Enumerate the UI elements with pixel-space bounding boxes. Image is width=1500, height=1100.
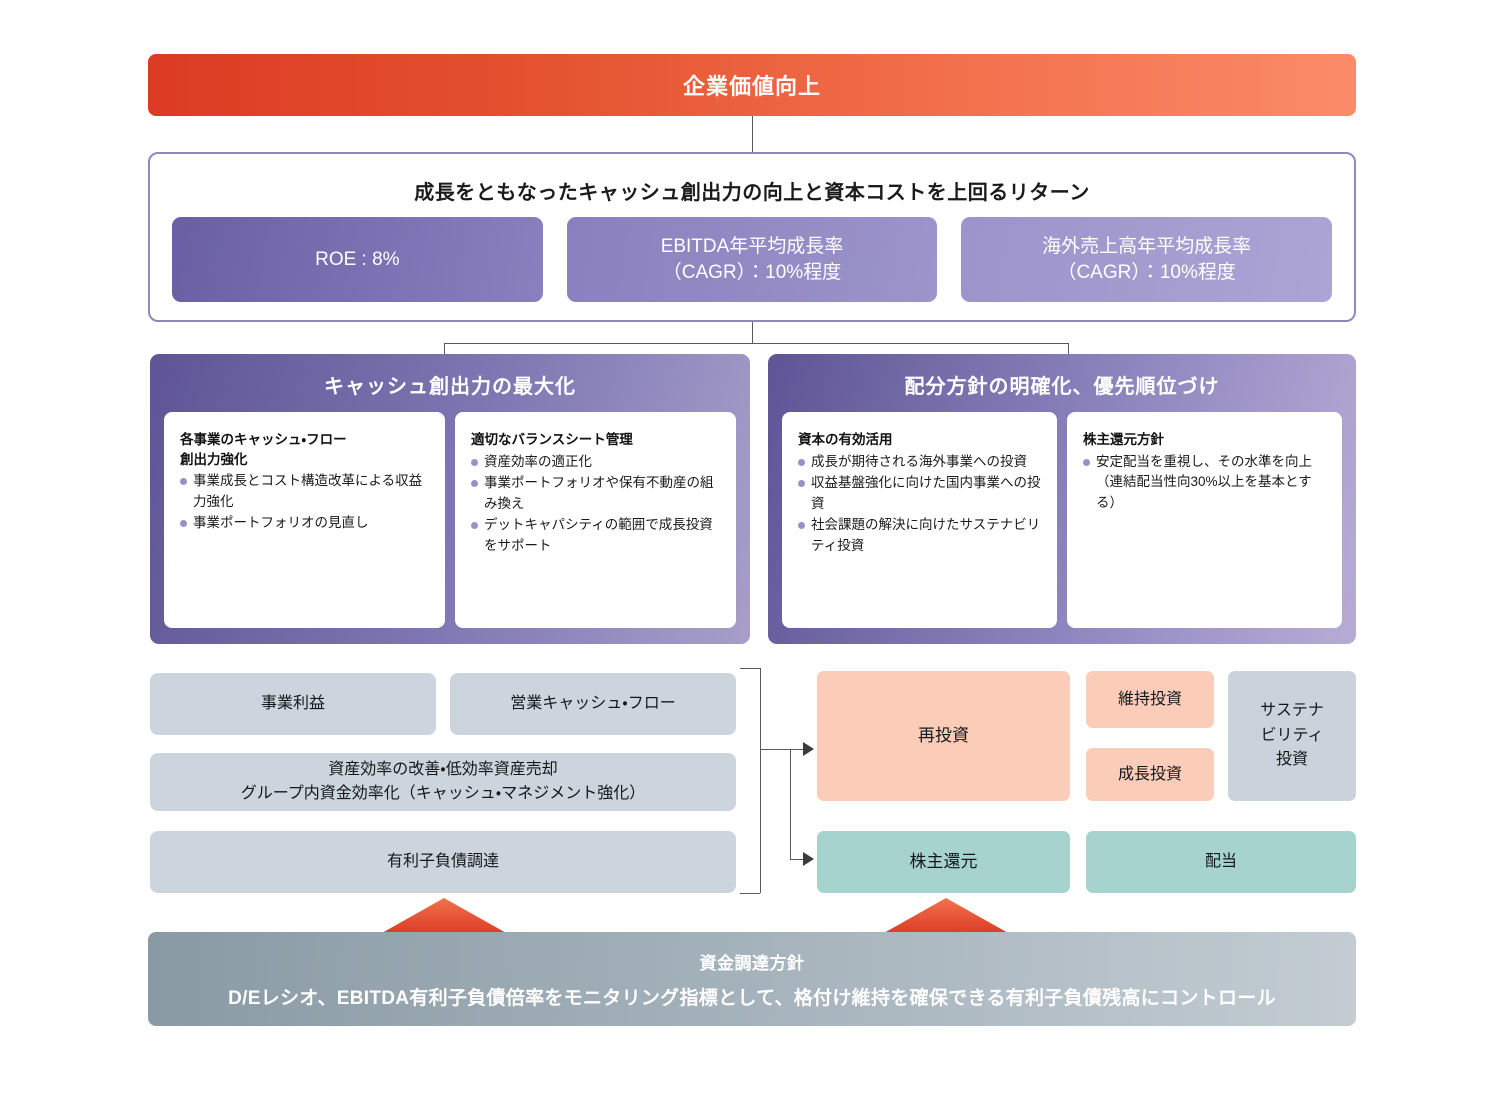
allocation-box-shareholder-return-label: 株主還元 [909,851,978,871]
column-heading: 適切なバランスシート管理 [471,432,633,447]
kpi-box-ebitda-cagr-label: EBITDA年平均成長率（CAGR）：10%程度 [660,235,844,283]
source-box-asset-efficiency-label: 資産効率の改善・低効率資産売却グループ内資金効率化（キャッシュ・マネジメント強化… [240,761,646,802]
source-box-operating-cashflow-label: 営業キャッシュ・フロー [510,695,676,712]
banner-corporate-value: 企業価値向上 [148,54,1356,116]
kpi-box-ebitda-cagr: EBITDA年平均成長率（CAGR）：10%程度 [566,217,938,302]
connector-banner-to-kpi [752,116,753,152]
list-item: 社会課題の解決に向けたサステナビリティ投資 [798,515,1043,556]
source-box-asset-efficiency: 資産効率の改善・低効率資産売却グループ内資金効率化（キャッシュ・マネジメント強化… [150,753,736,811]
kpi-box-overseas-sales-cagr-label: 海外売上高年平均成長率（CAGR）：10%程度 [1042,235,1252,283]
panel-right-column-shareholder-policy: 株主還元方針 安定配当を重視し、その水準を向上（連結配当性向30%以上を基本とす… [1067,412,1342,628]
list-item: 収益基盤強化に向けた国内事業への投資 [798,473,1043,514]
source-box-business-profit: 事業利益 [150,673,436,735]
bracket-bottom-edge [740,893,760,894]
list-item: 事業ポートフォリオや保有不動産の組み換え [471,473,722,514]
panel-cash-generation-maximization: キャッシュ創出力の最大化 各事業のキャッシュ・フロー創出力強化 事業成長とコスト… [150,354,750,644]
bullet-list: 安定配当を重視し、その水準を向上（連結配当性向30%以上を基本とする） [1083,452,1328,514]
list-item: デットキャパシティの範囲で成長投資をサポート [471,515,722,556]
panel-right-title: 配分方針の明確化、優先順位づけ [904,376,1220,398]
panel-left-title: キャッシュ創出力の最大化 [324,376,576,398]
list-item: 成長が期待される海外事業への投資 [798,452,1043,473]
allocation-box-growth-investment: 成長投資 [1086,748,1214,801]
list-item: 安定配当を重視し、その水準を向上（連結配当性向30%以上を基本とする） [1083,452,1328,514]
red-triangle-left-icon [380,898,508,934]
arrow-line-to-reinvestment [760,749,810,750]
connector-kpi-bus [444,343,1069,344]
connector-kpi-stem [752,322,753,343]
column-heading: 各事業のキャッシュ・フロー創出力強化 [180,432,347,467]
footer-financing-policy: 資金調達方針 D/Eレシオ、EBITDA有利子負債倍率をモニタリング指標として、… [148,932,1356,1026]
source-box-debt-financing-label: 有利子負債調達 [386,853,499,870]
allocation-box-maintenance-investment-label: 維持投資 [1117,690,1182,708]
list-item: 資産効率の適正化 [471,452,722,473]
arrowhead-shareholder-return-icon [803,852,814,866]
kpi-box-overseas-sales-cagr: 海外売上高年平均成長率（CAGR）：10%程度 [961,217,1333,302]
allocation-box-maintenance-investment: 維持投資 [1086,671,1214,728]
allocation-box-shareholder-return: 株主還元 [817,831,1070,893]
kpi-card: 成長をともなったキャッシュ創出力の向上と資本コストを上回るリターン ROE : … [148,152,1356,322]
red-triangle-right-icon [882,898,1010,934]
arrow-line-to-shareholder-return [790,859,810,860]
list-item: 事業ポートフォリオの見直し [180,513,431,534]
panel-left-column-balancesheet: 適切なバランスシート管理 資産効率の適正化 事業ポートフォリオや保有不動産の組み… [455,412,736,628]
allocation-box-dividend: 配当 [1086,831,1356,893]
bullet-list: 成長が期待される海外事業への投資 収益基盤強化に向けた国内事業への投資 社会課題… [798,452,1043,557]
connector-to-left-panel [444,343,445,355]
panel-left-column-cashflow: 各事業のキャッシュ・フロー創出力強化 事業成長とコスト構造改革による収益力強化 … [164,412,445,628]
bullet-list: 事業成長とコスト構造改革による収益力強化 事業ポートフォリオの見直し [180,471,431,534]
panel-right-column-capital-use: 資本の有効活用 成長が期待される海外事業への投資 収益基盤強化に向けた国内事業へ… [782,412,1057,628]
kpi-card-title: 成長をともなったキャッシュ創出力の向上と資本コストを上回るリターン [414,182,1090,204]
bullet-list: 資産効率の適正化 事業ポートフォリオや保有不動産の組み換え デットキャパシティの… [471,452,722,557]
allocation-box-reinvestment-label: 再投資 [918,725,969,745]
column-heading: 株主還元方針 [1083,432,1164,447]
arrow-line-drop-to-shareholder-return [790,749,791,859]
allocation-box-sustainability-investment-label: サステナビリティ投資 [1260,701,1324,769]
panel-allocation-policy: 配分方針の明確化、優先順位づけ 資本の有効活用 成長が期待される海外事業への投資… [768,354,1356,644]
footer-detail: D/Eレシオ、EBITDA有利子負債倍率をモニタリング指標として、格付け維持を確… [228,987,1276,1009]
kpi-box-roe: ROE : 8% [172,217,543,302]
arrowhead-reinvestment-icon [803,742,814,756]
source-box-business-profit-label: 事業利益 [260,695,325,712]
bracket-spine [760,668,761,893]
source-box-debt-financing: 有利子負債調達 [150,831,736,893]
allocation-box-sustainability-investment: サステナビリティ投資 [1228,671,1356,801]
footer-heading: 資金調達方針 [699,953,805,973]
panel-left-columns: 各事業のキャッシュ・フロー創出力強化 事業成長とコスト構造改革による収益力強化 … [164,412,736,628]
kpi-box-roe-label: ROE : 8% [315,248,400,270]
allocation-box-growth-investment-label: 成長投資 [1117,765,1182,783]
column-heading: 資本の有効活用 [798,432,893,447]
connector-to-right-panel [1068,343,1069,355]
banner-title: 企業価値向上 [682,74,821,99]
allocation-box-dividend-label: 配当 [1204,853,1237,871]
allocation-box-reinvestment: 再投資 [817,671,1070,801]
list-item: 事業成長とコスト構造改革による収益力強化 [180,471,431,512]
kpi-box-row: ROE : 8% EBITDA年平均成長率（CAGR）：10%程度 海外売上高年… [172,217,1333,302]
panel-right-columns: 資本の有効活用 成長が期待される海外事業への投資 収益基盤強化に向けた国内事業へ… [782,412,1342,628]
bracket-top-edge [740,668,760,669]
source-box-operating-cashflow: 営業キャッシュ・フロー [450,673,736,735]
